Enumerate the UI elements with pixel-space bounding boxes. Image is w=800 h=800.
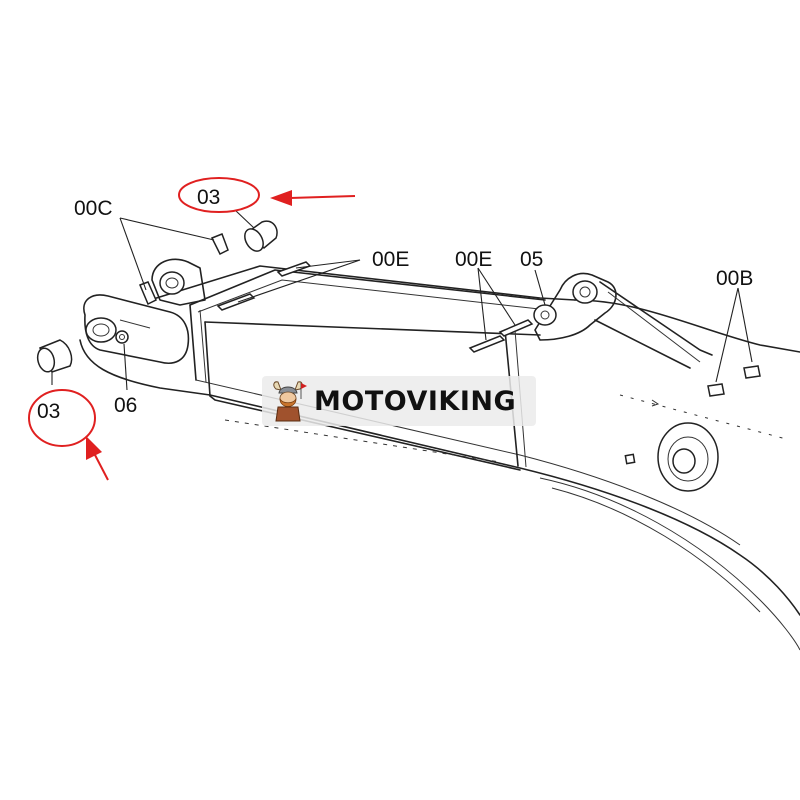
arrow-top-shaft (289, 195, 356, 199)
pin-00C (139, 233, 229, 306)
callout-03-top: 03 (197, 186, 220, 209)
callout-06: 06 (114, 394, 137, 417)
callout-03-left: 03 (37, 400, 60, 423)
callout-00B: 00B (716, 267, 753, 290)
highlight-circle-left (28, 389, 96, 447)
highlight-marks (28, 177, 356, 481)
callout-00E-right: 00E (455, 248, 492, 271)
highlight-circle-top (178, 177, 260, 213)
watermark-banner: MOTOVIKING (262, 376, 536, 426)
callout-00E-mid: 00E (372, 248, 409, 271)
pin-05 (533, 304, 557, 326)
arrow-left-head (86, 436, 102, 460)
viking-mascot-icon (273, 381, 307, 422)
center-pivot-boss (624, 399, 719, 492)
callout-05: 05 (520, 248, 543, 271)
callout-labels: 03 03 00C 00E 00E 05 00B 06 (37, 186, 753, 423)
front-bracket (83, 258, 206, 364)
arrow-left-shaft (94, 454, 109, 481)
watermark-text: MOTOVIKING (314, 385, 517, 417)
bushing-03-left (36, 339, 73, 373)
arrow-top-head (270, 190, 292, 206)
bushing-03-top (244, 220, 278, 252)
wear-strip-00E (216, 261, 534, 353)
shim-block-00B (707, 365, 761, 397)
leader-lines (51, 209, 753, 391)
rear-boom-lug (534, 272, 713, 369)
callout-00C: 00C (74, 197, 113, 220)
grease-fitting-06 (115, 330, 129, 344)
